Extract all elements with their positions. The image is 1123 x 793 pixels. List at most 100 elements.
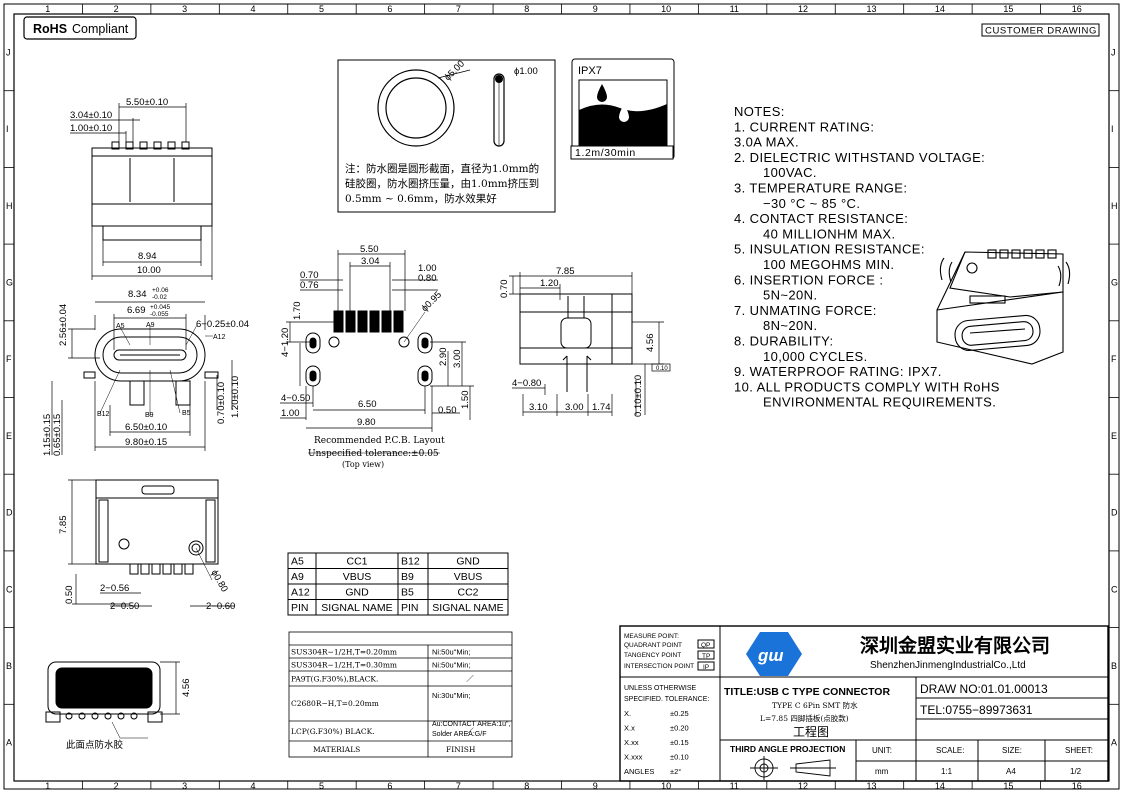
grid-col-top: 4 [251, 4, 256, 14]
grid-row-right: I [1111, 124, 1114, 134]
note-line: 2. DIELECTRIC WITHSTAND VOLTAGE: [734, 150, 985, 165]
telephone: TEL:0755−89973631 [920, 703, 1033, 717]
finish-cell: ／ [466, 727, 474, 736]
materials-footer: MATERIALS [313, 745, 360, 754]
signal-cell: CC1 [346, 556, 367, 568]
pcb-caption-1: Recommended P.C.B. Layout [314, 436, 445, 446]
finish-cell: Ni:30u"Min; [432, 691, 471, 700]
pcb-dim-0.70: 0.70 [300, 270, 319, 281]
grid-col-bottom: 9 [593, 781, 598, 791]
bottom-dim-2-0.60: 2−0.60 [206, 601, 235, 612]
dim-8.34-tol-dn: -0.02 [152, 294, 167, 301]
tol-value: ±0.25 [670, 709, 689, 718]
title-block: MEASURE POINT: QUADRANT POINT TANGENCY P… [619, 625, 1109, 782]
signal-cell: SIGNAL NAME [432, 602, 503, 614]
notes-list: NOTES:1. CURRENT RATING:3.0A MAX.2. DIEL… [734, 104, 999, 410]
pin-a5-label: A5 [116, 323, 125, 330]
sheet-label: SHEET: [1065, 746, 1093, 755]
tol-value: ±0.10 [670, 753, 689, 762]
measure-code-tp: TP [702, 653, 710, 660]
note-line: 3.0A MAX. [734, 135, 799, 150]
grid-col-top: 1 [45, 4, 50, 14]
signal-cell: PIN [401, 602, 419, 614]
grid-row-left: E [6, 431, 12, 441]
grid-col-bottom: 5 [319, 781, 324, 791]
grid-row-right: F [1111, 354, 1117, 364]
finish-footer: FINISH [446, 745, 476, 754]
grid-row-right: G [1111, 277, 1118, 287]
pcb-dim-phi0.95: ϕ0.95 [419, 290, 444, 315]
signal-cell: GND [456, 556, 480, 568]
measure-qp: QUADRANT POINT [624, 642, 682, 649]
section-diameter-label: ϕ1.00 [514, 66, 538, 77]
note-line: 1. CURRENT RATING: [734, 119, 874, 134]
pcb-dim-6.50: 6.50 [358, 399, 377, 410]
front-view [51, 301, 233, 455]
grid-row-right: B [1111, 661, 1117, 671]
tol-head-2: SPECIFIED. TOLERANCE: [624, 696, 709, 703]
note-line: 5N~20N. [763, 288, 817, 303]
note-line: 4. CONTACT RESISTANCE: [734, 211, 908, 226]
note-line: 9. WATERPROOF RATING: IPX7. [734, 364, 942, 379]
tol-key: X. [624, 709, 631, 718]
grid-col-top: 16 [1072, 4, 1082, 14]
tol-key: X.xxx [624, 753, 643, 762]
grid-col-bottom: 2 [114, 781, 119, 791]
pcb-dim-4-0.50: 4−0.50 [281, 393, 310, 404]
material-cell: SUS304R−1/2H,T=0.20mm [291, 648, 397, 657]
measure-head: MEASURE POINT: [624, 633, 679, 640]
top-view [70, 103, 213, 280]
side-dim-3.10: 3.10 [529, 402, 548, 413]
grid-row-right: H [1111, 201, 1118, 211]
side-dim-7.85: 7.85 [556, 266, 575, 277]
side-view-dims: 7.85 1.20 0.70 4.56 4−0.80 3.10 3.00 1.7… [499, 266, 668, 417]
material-cell: PA9T(G.F30%),BLACK. [291, 675, 378, 684]
grid-col-bottom: 14 [935, 781, 945, 791]
grid-col-bottom: 15 [1003, 781, 1013, 791]
tol-value: ±2° [670, 767, 681, 776]
dim-3.04: 3.04±0.10 [70, 110, 112, 121]
note-line: 40 MILLIONHM MAX. [763, 226, 896, 241]
grid-row-left: G [6, 277, 13, 287]
note-line: 100 MEGOHMS MIN. [763, 257, 894, 272]
top-view-dims: 5.50±0.10 3.04±0.10 1.00±0.10 8.94 10.00 [70, 97, 168, 276]
dim-6.69-tol-up: +0.045 [150, 304, 170, 311]
pcb-dim-0.80: 0.80 [418, 273, 437, 284]
third-angle-projection-symbol [750, 756, 836, 780]
dim-5.50: 5.50±0.10 [126, 97, 168, 108]
finish-cell: Ni:50u"Min; [432, 648, 471, 657]
signal-cell: VBUS [343, 571, 372, 583]
pcb-layout-dims: 5.50 3.04 0.70 0.76 1.00 0.80 1.70 ϕ0.95… [280, 244, 471, 469]
signal-cell: A9 [291, 571, 304, 583]
isometric-connector-view [936, 249, 1071, 365]
draw-number: DRAW NO:01.01.00013 [920, 682, 1048, 696]
drawing-title: TITLE:USB C TYPE CONNECTOR [724, 686, 890, 698]
pcb-dim-3.00: 3.00 [452, 350, 463, 369]
unit-value: mm [875, 767, 889, 776]
tol-value: ±0.20 [670, 724, 689, 733]
grid-row-right: D [1111, 508, 1118, 518]
signal-cell: B9 [401, 571, 414, 583]
note-line: 7. UNMATING FORCE: [734, 303, 877, 318]
back-view [45, 661, 180, 739]
projection-label: THIRD ANGLE PROJECTION [730, 744, 845, 754]
rohs-badge: RoHS Compliant [23, 16, 137, 40]
tol-key: X.x [624, 724, 635, 733]
note-line: NOTES: [734, 104, 785, 119]
grid-col-top: 2 [114, 4, 119, 14]
finish-cell: ／ [466, 675, 474, 684]
grid-row-left: J [6, 47, 11, 57]
pcb-dim-1.00b: 1.00 [281, 408, 300, 419]
side-dim-0.70: 0.70 [499, 280, 510, 299]
signal-cell: VBUS [454, 571, 483, 583]
back-view-label: 此面点防水胶 [66, 739, 124, 751]
back-view-dims: 4.56 此面点防水胶 [66, 679, 192, 752]
note-line: 10,000 CYCLES. [763, 349, 868, 364]
note-line: 6. INSERTION FORCE : [734, 272, 883, 287]
bottom-dim-2-0.56: 2−0.56 [100, 583, 129, 594]
dim-8.34-tol-up: +0.06 [152, 287, 169, 294]
unit-label: UNIT: [872, 746, 892, 755]
dim-0.65: 0.65±0.15 [52, 414, 63, 456]
grid-col-top: 13 [866, 4, 876, 14]
